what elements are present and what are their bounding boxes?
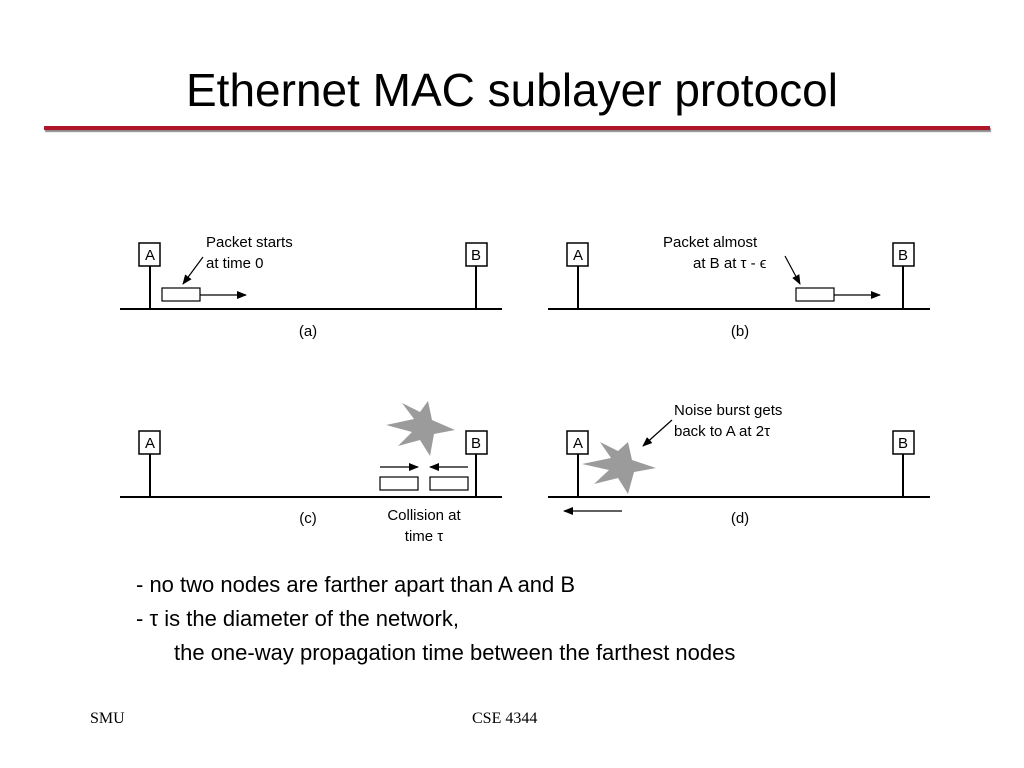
panel-a: A B Packet starts at time 0 (a): [120, 234, 502, 340]
panel-label-line1: Collision at: [387, 507, 461, 524]
packet-from-b: [429, 476, 469, 491]
station-a-label: A: [573, 435, 583, 452]
title-divider: [44, 126, 990, 130]
panel-caption: (c): [299, 510, 317, 527]
station-b-label: B: [471, 435, 481, 452]
footer-institution: SMU: [90, 710, 125, 727]
bullet-item: - no two nodes are farther apart than A …: [136, 572, 576, 597]
packet-from-a: [379, 476, 419, 491]
noise-burst-icon: [582, 442, 656, 494]
panel-b: A B Packet almost at B at τ - ϵ (b): [548, 234, 930, 340]
panel-caption: (d): [731, 510, 749, 527]
panel-c: A B (c) Collision at time τ: [120, 401, 502, 545]
station-a-label: A: [145, 435, 155, 452]
station-b-label: B: [471, 247, 481, 264]
panel-d: A B Noise burst gets back to A at 2τ (d): [548, 402, 930, 527]
station-a-label: A: [145, 247, 155, 264]
panel-label-line2: back to A at 2τ: [674, 423, 770, 440]
panel-label-line2: at time 0: [206, 255, 264, 272]
panel-label-line1: Noise burst gets: [674, 402, 782, 419]
panel-label-line1: Packet starts: [206, 234, 293, 251]
slide-title: Ethernet MAC sublayer protocol: [186, 64, 838, 116]
station-b-label: B: [898, 435, 908, 452]
station-a-label: A: [573, 247, 583, 264]
bullet-list: - no two nodes are farther apart than A …: [136, 568, 735, 670]
packet: [161, 287, 201, 302]
bullet-item: - τ is the diameter of the network,: [136, 606, 459, 631]
bullet-continuation: the one-way propagation time between the…: [174, 640, 736, 665]
station-b-label: B: [898, 247, 908, 264]
callout-arrow: [182, 256, 204, 285]
footer-course: CSE 4344: [472, 710, 538, 727]
panel-caption: (b): [731, 323, 749, 340]
packet: [795, 287, 835, 302]
panel-caption: (a): [299, 323, 317, 340]
callout-arrow: [784, 255, 801, 285]
panel-label-line2: time τ: [405, 528, 444, 545]
panel-label-line1: Packet almost: [663, 234, 758, 251]
collision-burst-icon: [386, 401, 455, 456]
panel-label-line2: at B at τ - ϵ: [693, 255, 767, 272]
callout-arrow: [642, 419, 673, 447]
